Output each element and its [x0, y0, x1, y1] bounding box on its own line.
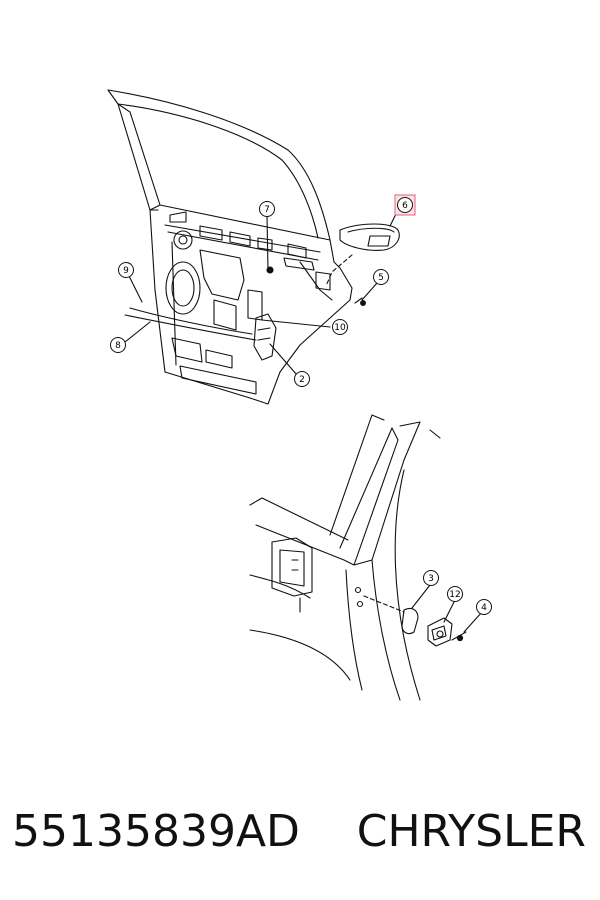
body-pillar [249, 414, 441, 701]
callout-5: 5 [373, 269, 389, 285]
part-number: 55135839AD [12, 805, 300, 857]
callout-label: 9 [123, 266, 129, 276]
callout-10: 10 [332, 319, 348, 335]
callout-circle [332, 319, 348, 335]
screw-5 [354, 297, 366, 306]
striker-dashed-line [363, 595, 405, 613]
callout-circle [476, 599, 492, 615]
callout-circle [373, 269, 389, 285]
callout-2: 2 [294, 371, 310, 387]
callout-label: 5 [378, 273, 384, 283]
callout-circle [294, 371, 310, 387]
callout-circle [447, 586, 463, 602]
callout-label: 7 [264, 205, 270, 215]
callout-label: 10 [334, 323, 346, 333]
callout-circle [423, 570, 439, 586]
callout-circle [259, 201, 275, 217]
door-panel [107, 89, 353, 405]
callout-circle [397, 197, 413, 213]
callout-label: 12 [449, 590, 460, 600]
callout-label: 4 [481, 603, 487, 613]
handle-dashed-line [325, 254, 353, 287]
striker-parts [401, 607, 467, 647]
brand-name: CHRYSLER [356, 805, 586, 857]
callout-9: 9 [118, 262, 134, 278]
callout-6: 6 [394, 194, 416, 216]
callouts: 7 6 9 5 10 8 2 3 12 4 [110, 194, 492, 615]
exterior-handle [339, 223, 400, 251]
parts-diagram: 7 6 9 5 10 8 2 3 12 4 [107, 89, 492, 701]
callout-3: 3 [423, 570, 439, 586]
callout-circle [118, 262, 134, 278]
callout-label: 6 [402, 201, 408, 211]
callout-circle [110, 337, 126, 353]
callout-8: 8 [110, 337, 126, 353]
callout-7: 7 [259, 201, 275, 217]
callout-4: 4 [476, 599, 492, 615]
callout-label: 8 [115, 341, 121, 351]
callout-label: 3 [428, 574, 434, 584]
footer: 55135839AD CHRYSLER [0, 796, 600, 866]
callout-label: 2 [299, 375, 305, 385]
callout-12: 12 [447, 586, 463, 602]
